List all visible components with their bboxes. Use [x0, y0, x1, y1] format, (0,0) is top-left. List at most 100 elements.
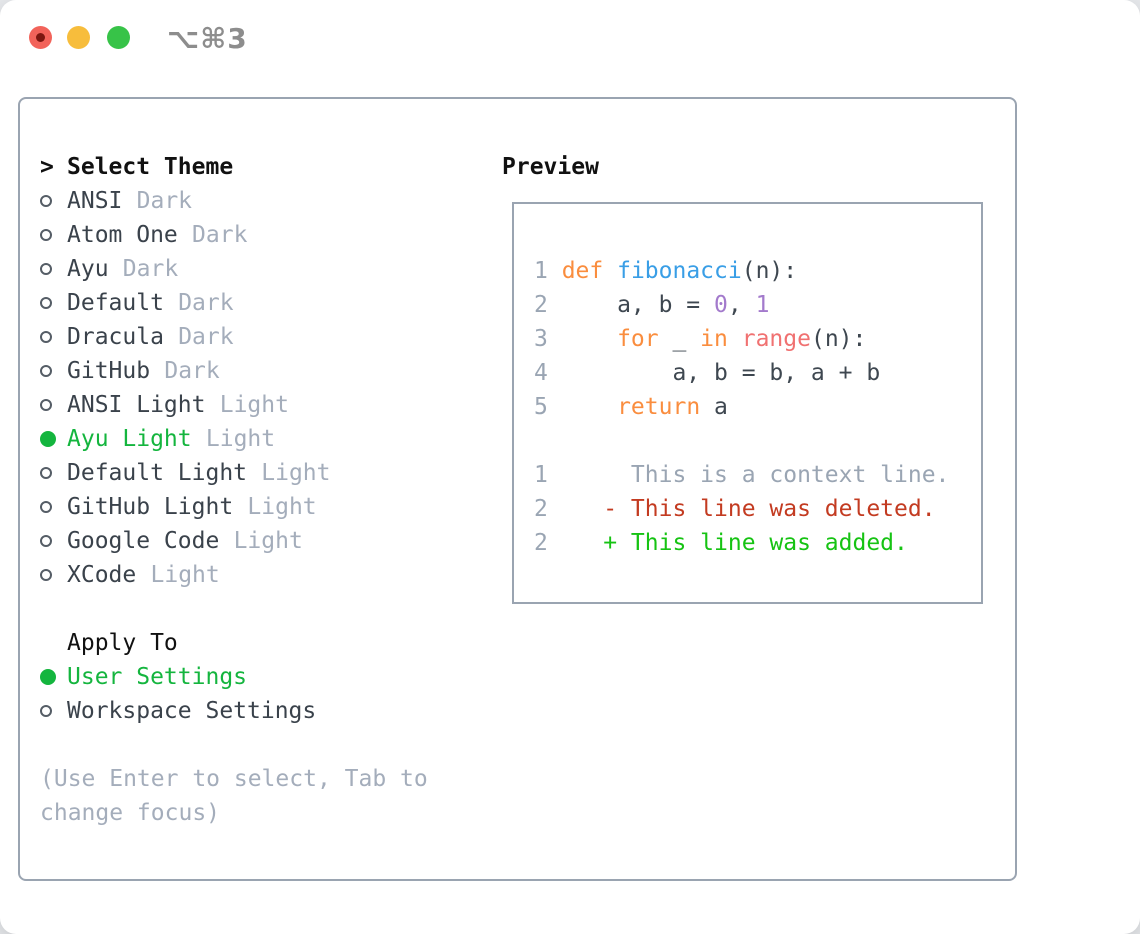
select-theme-header: > Select Theme	[40, 150, 428, 184]
code-line: 4 a, b = b, a + b	[534, 356, 949, 390]
radio-icon	[40, 501, 57, 513]
radio-icon	[40, 365, 57, 377]
code-line: 5 return a	[534, 390, 949, 424]
code-segment: _	[658, 326, 701, 352]
code-line: 2 a, b = 0, 1	[534, 288, 949, 322]
code-segment: This is a context line.	[561, 462, 950, 488]
radio-icon	[40, 331, 57, 343]
code-segment	[562, 326, 617, 352]
code-segment: a, b =	[561, 292, 715, 318]
code-segment: 1	[755, 292, 770, 318]
theme-option-default[interactable]: Default Dark	[40, 286, 428, 320]
radio-selected-icon	[40, 669, 57, 685]
select-theme-title: Select Theme	[67, 154, 234, 180]
radio-icon	[40, 399, 57, 411]
code-segment: - This line was deleted.	[561, 496, 936, 522]
option-variant-label: Dark	[164, 358, 220, 384]
option-label: ANSI	[67, 188, 123, 214]
option-label: Ayu	[67, 256, 109, 282]
caret-icon: >	[40, 154, 54, 180]
radio-icon	[40, 195, 57, 207]
code-segment: a	[700, 394, 728, 420]
close-button[interactable]	[29, 26, 52, 49]
code-segment: + This line was added.	[561, 530, 908, 556]
option-variant-label: Dark	[122, 256, 179, 282]
apply-to-header: Apply To	[40, 626, 428, 660]
theme-option-google-code[interactable]: Google Code Light	[40, 524, 428, 558]
theme-option-ansi-light[interactable]: ANSI Light Light	[40, 388, 428, 422]
apply-to-option-user-settings[interactable]: User Settings	[40, 660, 428, 694]
code-segment: for	[617, 326, 659, 352]
usage-hint: (Use Enter to select, Tab to change focu…	[40, 762, 428, 830]
code-segment: fibonacci	[617, 258, 742, 284]
option-variant-label: Light	[150, 562, 220, 588]
option-variant-label: Light	[261, 460, 331, 486]
code-line: 1 This is a context line.	[534, 458, 949, 492]
radio-icon	[40, 569, 57, 581]
usage-hint-line1: (Use Enter to select, Tab to	[40, 766, 428, 792]
code-segment: ,	[727, 292, 756, 318]
preview-title: Preview	[502, 154, 599, 180]
option-label: Default Light	[67, 460, 248, 486]
line-number	[534, 424, 562, 458]
radio-icon	[40, 705, 57, 717]
radio-selected-icon	[40, 431, 57, 447]
code-segment: (n):	[741, 258, 798, 284]
option-label: XCode	[67, 562, 137, 588]
code-segment: (n):	[810, 326, 867, 352]
line-number: 1	[534, 462, 548, 488]
code-segment	[562, 394, 617, 420]
option-variant-label: Dark	[136, 188, 193, 214]
theme-option-ansi[interactable]: ANSI Dark	[40, 184, 428, 218]
radio-icon	[40, 229, 57, 241]
code-segment	[603, 258, 617, 284]
line-number: 2	[534, 530, 548, 556]
code-line: 2 + This line was added.	[534, 526, 949, 560]
code-segment	[728, 326, 742, 352]
radio-icon	[40, 467, 57, 479]
option-label: Atom One	[67, 222, 178, 248]
usage-hint-line2: change focus)	[40, 800, 221, 826]
unsaved-changes-indicator-icon	[36, 33, 45, 42]
minimize-button[interactable]	[67, 26, 90, 49]
code-line: 2 - This line was deleted.	[534, 492, 949, 526]
option-label: Workspace Settings	[67, 698, 317, 724]
option-label: User Settings	[67, 664, 248, 690]
option-label: Default	[67, 290, 164, 316]
code-segment: 0	[714, 292, 728, 318]
theme-option-xcode[interactable]: XCode Light	[40, 558, 428, 592]
option-variant-label: Light	[219, 392, 289, 418]
code-segment: range	[741, 326, 811, 352]
maximize-button[interactable]	[107, 26, 130, 49]
code-line	[534, 424, 949, 458]
option-variant-label: Dark	[178, 290, 234, 316]
option-label: Google Code	[67, 528, 220, 554]
keyboard-shortcut-label: ⌥⌘3	[167, 22, 248, 55]
theme-option-default-light[interactable]: Default Light Light	[40, 456, 428, 490]
radio-icon	[40, 263, 57, 275]
code-line: 3 for _ in range(n):	[534, 322, 949, 356]
code-segment: return	[617, 394, 701, 420]
option-variant-label: Light	[205, 426, 276, 452]
apply-to-option-workspace-settings[interactable]: Workspace Settings	[40, 694, 428, 728]
option-variant-label: Light	[233, 528, 303, 554]
option-variant-label: Light	[247, 494, 317, 520]
radio-icon	[40, 297, 57, 309]
line-number: 1	[534, 258, 548, 284]
theme-option-ayu[interactable]: Ayu Dark	[40, 252, 428, 286]
option-variant-label: Dark	[178, 324, 234, 350]
code-segment: in	[700, 326, 728, 352]
apply-to-title: Apply To	[67, 630, 178, 656]
option-label: ANSI Light	[67, 392, 206, 418]
